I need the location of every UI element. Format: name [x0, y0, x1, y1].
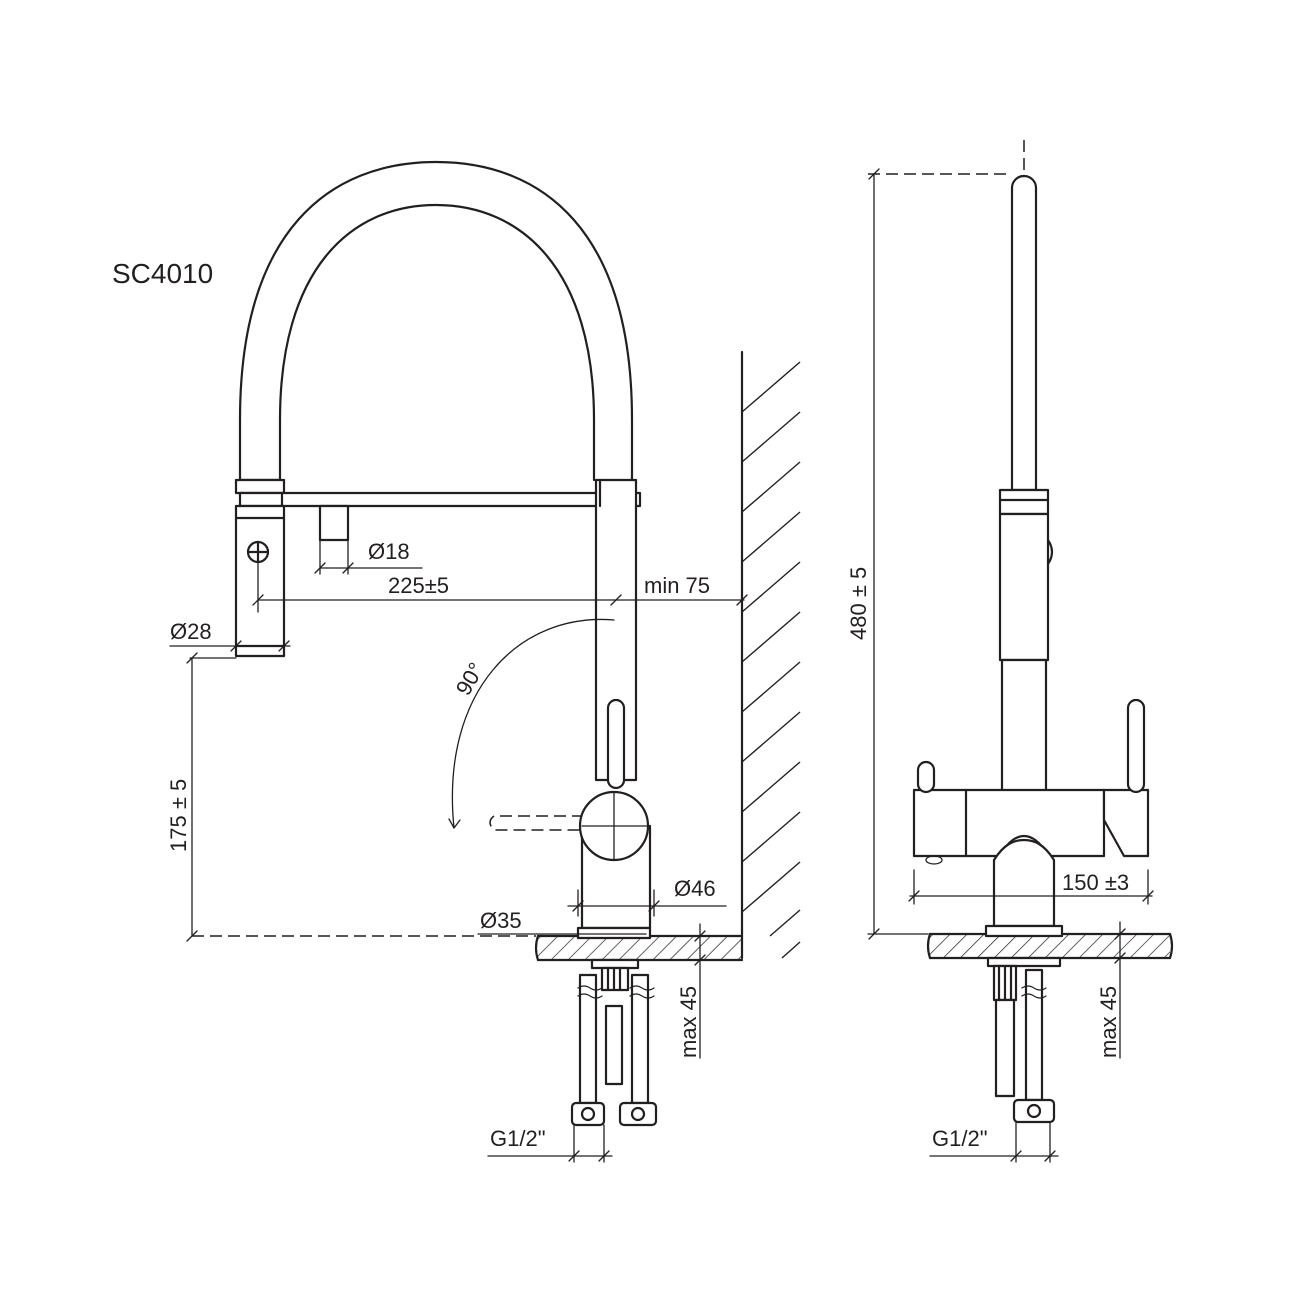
dim-body-diameter: Ø46 — [567, 876, 727, 917]
spout-arm — [238, 491, 642, 508]
base-side — [984, 838, 1064, 938]
dim-spout-diameter: Ø18 — [314, 539, 423, 575]
label-connection-front: G1/2" — [490, 1126, 546, 1151]
label-base-diameter: Ø35 — [480, 908, 522, 933]
lever-rotated — [489, 815, 584, 831]
collar-side — [998, 488, 1050, 516]
label-wall-clearance: min 75 — [644, 573, 710, 598]
front-view: Ø18 225±5 min 75 Ø28 175 ± 5 — [166, 160, 801, 1163]
knob-left — [916, 760, 936, 794]
body-side — [912, 788, 1150, 865]
knob-right — [1126, 698, 1146, 794]
lever-upright — [606, 698, 626, 790]
label-spout-diameter: Ø18 — [368, 539, 410, 564]
dim-reach: 225±5 min 75 — [252, 559, 748, 613]
countertop — [534, 934, 744, 962]
dim-connection-side: G1/2" — [929, 1121, 1059, 1163]
dim-body-width: 150 ±3 — [908, 869, 1154, 905]
handset — [234, 504, 286, 658]
base-flange — [576, 926, 652, 940]
label-handset-diameter: Ø28 — [170, 619, 212, 644]
hose-collar — [234, 478, 286, 495]
mixer-body — [578, 790, 652, 930]
under-counter-fittings — [570, 958, 658, 1127]
dim-base-diameter: Ø35 — [477, 908, 647, 935]
label-spout-height: 175 ± 5 — [166, 779, 191, 852]
label-reach: 225±5 — [388, 573, 449, 598]
aerator-stub — [318, 504, 350, 542]
column-side — [998, 512, 1054, 798]
dim-counter-front: max 45 — [676, 923, 706, 1059]
model-title: SC4010 — [112, 258, 213, 289]
dim-handset-diameter: Ø28 — [169, 619, 291, 652]
label-connection-side: G1/2" — [932, 1126, 988, 1151]
label-rotation: 90° — [451, 658, 489, 699]
label-total-height: 480 ± 5 — [846, 567, 871, 640]
label-counter-side: max 45 — [1096, 986, 1121, 1058]
dim-total-height: 480 ± 5 — [846, 168, 1010, 940]
dim-rotation: 90° — [448, 618, 615, 829]
label-counter-front: max 45 — [676, 986, 701, 1058]
dim-connection-front: G1/2" — [487, 1124, 613, 1163]
spout-side — [1010, 174, 1038, 492]
dim-spout-height: 175 ± 5 — [166, 652, 536, 942]
dim-counter-side: max 45 — [1096, 921, 1126, 1059]
under-counter-side — [986, 956, 1062, 1124]
label-body-width: 150 ±3 — [1062, 870, 1129, 895]
spring-hose — [238, 160, 634, 482]
label-body-diameter: Ø46 — [674, 876, 716, 901]
side-view: 480 ± 5 150 ±3 max 45 G1/2" — [846, 140, 1174, 1163]
wall — [740, 350, 801, 960]
countertop-side — [926, 932, 1174, 960]
